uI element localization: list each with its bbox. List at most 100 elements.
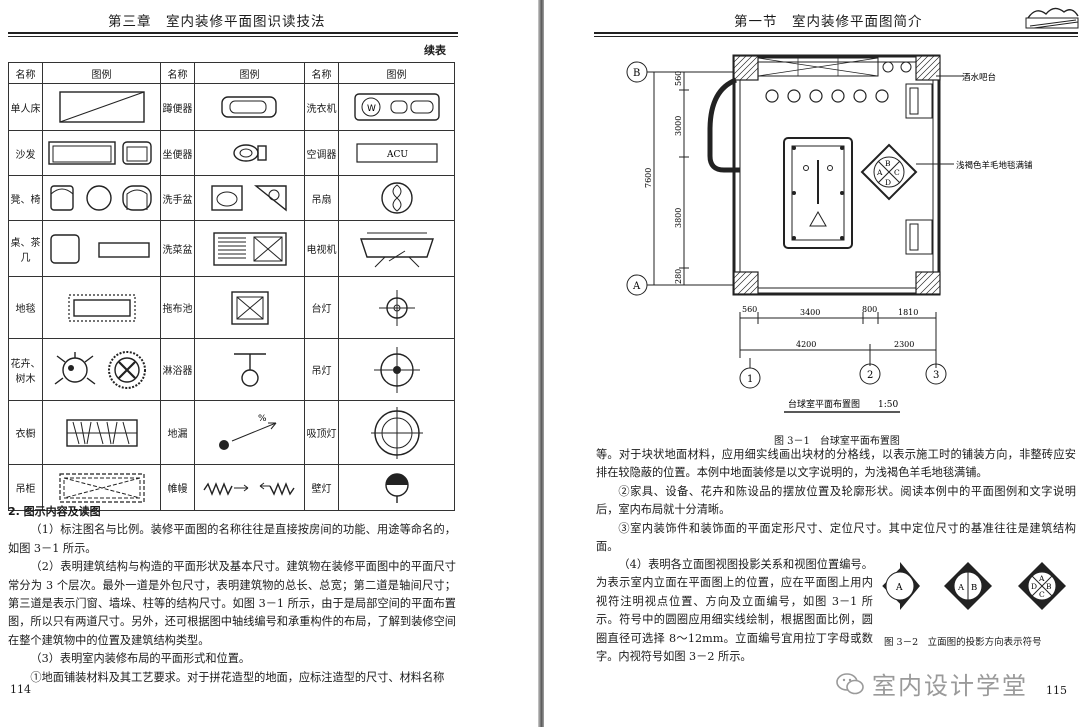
chair-symbol (42, 175, 161, 221)
axis-label-2: 2 (867, 370, 873, 381)
paragraph: （3）表明室内装修布局的平面形式和位置。 (30, 652, 251, 666)
wechat-icon (836, 672, 864, 695)
view-b-letter: B (885, 159, 891, 168)
header-ornament (1025, 7, 1079, 29)
header-rule (594, 32, 1078, 34)
header-rule-thin (8, 36, 458, 37)
dim-h-560: 560 (742, 305, 757, 314)
item-name: 洗衣机 (304, 83, 339, 131)
table-row: 桌、茶几 洗菜盆 电视机 (8, 220, 455, 277)
right-page-header: 第一节 室内装修平面图简介 (734, 14, 923, 30)
dim-v-7600: 7600 (644, 168, 653, 188)
squat-toilet-symbol (194, 83, 305, 131)
right-body-text-2: （4）表明各立面图视图投影关系和视图位置编号。为表示室内立面在平面图上的位置，应… (596, 556, 873, 666)
header-rule-thin (594, 36, 1078, 37)
shower-symbol (194, 338, 305, 401)
item-name: 蹲便器 (160, 83, 195, 131)
wall-lamp-symbol (338, 464, 455, 511)
washing-machine-symbol: W (338, 83, 455, 131)
item-name: 台灯 (304, 276, 339, 339)
watermark: 室内设计学堂 (836, 666, 1028, 701)
wardrobe-symbol (42, 400, 161, 465)
pendant-lamp-symbol (338, 338, 455, 401)
item-name: 拖布池 (160, 276, 195, 339)
item-name: 空调器 (304, 130, 339, 176)
table-row: 沙发 坐便器 空调器 ACU (8, 130, 455, 176)
curtain-symbol (194, 464, 305, 511)
item-name: 衣橱 (8, 400, 43, 465)
ceiling-lamp-symbol (338, 400, 455, 465)
legend-header-row: 名称 图例 名称 图例 名称 图例 (8, 62, 455, 84)
item-name: 洗手盆 (160, 175, 195, 221)
paragraph: ①地面铺装材料及其工艺要求。对于拼花造型的地面，应标注造型的尺寸、材料名称 (30, 670, 445, 684)
carpet-symbol (42, 276, 161, 339)
item-name: 壁灯 (304, 464, 339, 511)
plant-symbol (42, 338, 161, 401)
paragraph: （1）标注图名与比例。装修平面图的名称往往是直接按房间的功能、用途等命名的，如图… (8, 523, 456, 555)
wash-basin-symbol (194, 175, 305, 221)
axis-label-3: 3 (933, 370, 939, 381)
bar-counter-label: 酒水吧台 (962, 72, 996, 83)
item-name: 地漏 (160, 400, 195, 465)
page-number: 115 (1046, 684, 1067, 697)
figure-1-caption: 图 3－1 台球室平面布置图 (774, 436, 900, 447)
item-name: 桌、茶几 (8, 220, 43, 277)
billiard-room-plan: B A 560 3000 7600 3800 280 (626, 54, 1033, 413)
axis-label-b: B (633, 68, 640, 79)
col-header-name: 名称 (160, 62, 195, 84)
dim-h-2300: 2300 (894, 340, 914, 349)
dim-v-3000: 3000 (674, 116, 683, 136)
paragraph: （2）表明建筑结构与构造的平面形状及基本尺寸。建筑物在装修平面图中的平面尺寸常分… (8, 560, 456, 647)
air-conditioner-symbol: ACU (338, 130, 455, 176)
item-name: 吊扇 (304, 175, 339, 221)
symbol-single: A (882, 562, 920, 610)
symbol-letter: B (971, 583, 977, 593)
view-d-letter: D (885, 178, 891, 187)
symbol-letter: C (1039, 590, 1045, 599)
continued-label: 续表 (424, 44, 446, 57)
projection-symbols: A A B A B D C (882, 562, 1066, 610)
item-name: 帷幔 (160, 464, 195, 511)
table-row: 单人床 蹲便器 洗衣机 W (8, 83, 455, 131)
kitchen-sink-symbol (194, 220, 305, 277)
item-name: 电视机 (304, 220, 339, 277)
left-body-text: 2. 图示内容及读图 （1）标注图名与比例。装修平面图的名称往往是直接按房间的功… (8, 503, 456, 687)
table-row: 吊柜 帷幔 壁灯 (8, 464, 455, 511)
symbol-letter: A (895, 583, 903, 593)
paragraph: 等。对于块状地面材料，应用细实线画出块材的分格线，以表示施工时的铺装方向，非整砖… (596, 448, 1076, 480)
item-name: 沙发 (8, 130, 43, 176)
col-header-symbol: 图例 (42, 62, 161, 84)
axis-label-a: A (632, 281, 641, 292)
floor-drain-label: % (258, 414, 267, 424)
ac-label: ACU (386, 150, 408, 160)
col-header-symbol: 图例 (194, 62, 305, 84)
item-name: 花卉、树木 (8, 338, 43, 401)
item-name: 吊灯 (304, 338, 339, 401)
table-row: 凳、椅 洗手盆 吊扇 (8, 175, 455, 221)
left-page-header: 第三章 室内装修平面图识读技法 (108, 14, 326, 30)
symbol-letter: A (957, 583, 965, 593)
dim-h-3400: 3400 (800, 308, 820, 317)
washer-label: W (367, 104, 376, 114)
dim-v-560: 560 (674, 71, 683, 86)
table-row: 衣橱 地漏 % 吸顶灯 (8, 400, 455, 465)
watermark-text: 室内设计学堂 (872, 672, 1028, 700)
dim-h-4200: 4200 (796, 340, 816, 349)
table-lamp-symbol (338, 276, 455, 339)
item-name: 凳、椅 (8, 175, 43, 221)
left-page: 第三章 室内装修平面图识读技法 续表 名称 图例 名称 图例 名称 图例 单人床… (8, 14, 458, 696)
item-name: 洗菜盆 (160, 220, 195, 277)
item-name: 地毯 (8, 276, 43, 339)
figure-2-caption: 图 3－2 立面图的投影方向表示符号 (884, 637, 1042, 648)
book-gutter (538, 0, 546, 727)
legend-table: 名称 图例 名称 图例 名称 图例 单人床 蹲便器 洗衣机 W 沙发 坐便器 空… (8, 62, 455, 511)
item-name: 淋浴器 (160, 338, 195, 401)
header-rule (8, 32, 458, 34)
symbol-letter: A (1038, 574, 1045, 583)
item-name: 吸顶灯 (304, 400, 339, 465)
page-number: 114 (10, 683, 31, 696)
paragraph: ②家具、设备、花卉和陈设品的摆放位置及轮廓形状。阅读本例中的平面图例和文字说明后… (596, 484, 1076, 517)
axis-label-1: 1 (747, 374, 753, 385)
col-header-name: 名称 (8, 62, 43, 84)
dim-h-800: 800 (862, 305, 877, 314)
